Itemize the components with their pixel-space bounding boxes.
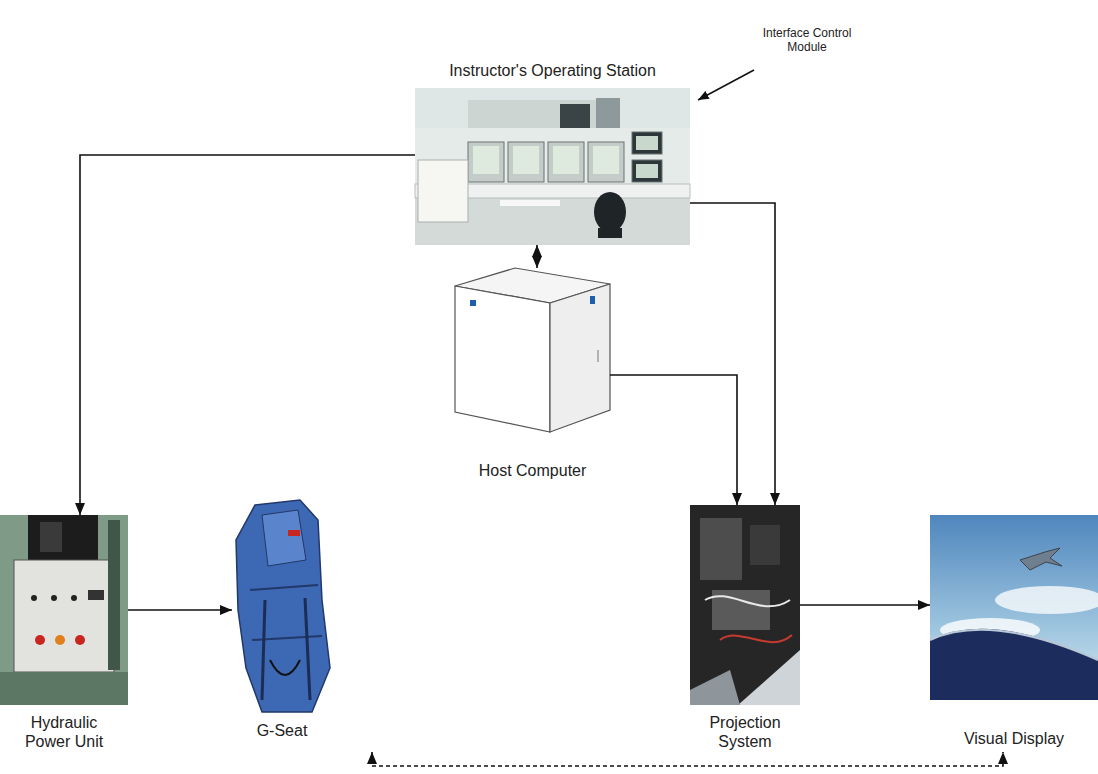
node-label: Instructor's Operating Station [445, 61, 660, 80]
computer-box: Host Computer [455, 268, 610, 433]
connector-arrow [800, 604, 930, 606]
station-box: Instructor's Operating Station [415, 88, 690, 245]
callout-label: Interface Control Module [757, 26, 857, 55]
display-box: Visual Display [930, 515, 1098, 752]
connector-arrow [80, 155, 415, 515]
g-seat-figure [236, 500, 330, 712]
node-label: Visual Display [939, 729, 1089, 748]
connector-arrow [536, 245, 538, 268]
hydraulic-unit-photo [0, 515, 128, 705]
station-photo [415, 88, 690, 245]
seat-box: G-Seat [232, 500, 385, 752]
leader-line [698, 70, 754, 100]
projector-box: Projection System [690, 505, 800, 705]
visual-display-photo [930, 515, 1098, 700]
node-label: G-Seat [242, 721, 322, 740]
connector-arrow [690, 203, 775, 505]
node-label: Projection System [695, 713, 795, 751]
connector-arrow [128, 609, 232, 611]
node-label: Host Computer [453, 461, 613, 480]
computer-cube [455, 268, 610, 432]
node-label: Hydraulic Power Unit [9, 713, 119, 751]
projector-photo [690, 505, 800, 705]
power-unit-box: Hydraulic Power Unit [0, 515, 128, 705]
connector-arrow [610, 375, 737, 505]
dashed-connector [372, 752, 1003, 766]
